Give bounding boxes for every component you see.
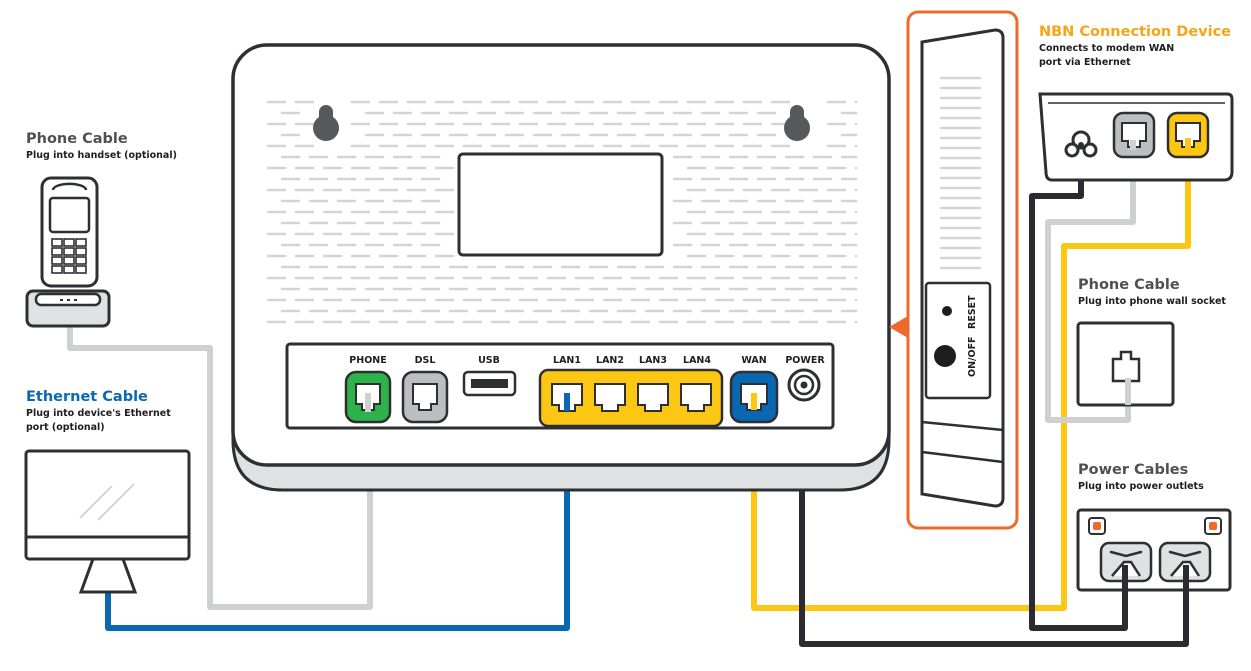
modem-display [457, 152, 664, 257]
ethernet-cable-subtitle-1: Plug into device's Ethernet [26, 408, 171, 419]
dsl-port[interactable] [401, 370, 449, 424]
modem-side-view: RESET ON/OFF [889, 10, 1019, 530]
nbn-ethernet-port[interactable] [1166, 111, 1210, 159]
port-label-lan1: LAN1 [553, 355, 581, 366]
port-label-wan: WAN [741, 355, 766, 366]
port-label-power: POWER [785, 355, 825, 366]
port-label-dsl: DSL [415, 355, 436, 366]
port-label-lan4: LAN4 [683, 355, 711, 366]
lan4-port[interactable] [680, 383, 712, 412]
nbn-device-subtitle-1: Connects to modem WAN [1039, 43, 1174, 54]
ethernet-cable-title: Ethernet Cable [26, 389, 148, 405]
side-view-pointer [889, 316, 908, 338]
power-cables-subtitle: Plug into power outlets [1078, 481, 1204, 492]
nbn-phone-port[interactable] [1112, 111, 1156, 159]
nbn-device-subtitle-2: port via Ethernet [1039, 57, 1131, 68]
phone-cable-wall [1045, 140, 1136, 423]
phone-cable-left-title: Phone Cable [26, 131, 128, 147]
phone-cable-right-subtitle: Plug into phone wall socket [1078, 296, 1226, 307]
modem-power-cable [799, 388, 1189, 647]
nbn-device-title: NBN Connection Device [1039, 24, 1231, 40]
side-vents [939, 76, 982, 270]
power-outlets [1076, 508, 1232, 592]
ethernet-cable [105, 393, 570, 631]
wan-cable [751, 140, 1191, 611]
phone-cable-handset [67, 326, 373, 610]
reset-label: RESET [967, 295, 978, 329]
handset [25, 176, 111, 328]
mount-hole-right [784, 105, 810, 141]
power-cables-title: Power Cables [1078, 462, 1188, 478]
port-label-phone: PHONE [349, 355, 386, 366]
side-button-panel [924, 281, 992, 400]
phone-cable-left-subtitle: Plug into handset (optional) [26, 150, 177, 161]
power-outlet-left[interactable] [1099, 541, 1153, 583]
reset-button[interactable] [942, 306, 952, 316]
onoff-label: ON/OFF [967, 336, 978, 377]
mount-hole-left [313, 105, 339, 141]
monitor [24, 449, 191, 594]
lan-group [538, 368, 724, 428]
port-label-lan3: LAN3 [639, 355, 667, 366]
lan3-port[interactable] [637, 383, 669, 412]
phone-wall-socket[interactable] [1076, 321, 1175, 407]
modem [231, 43, 891, 492]
nbn-power-cable [1029, 148, 1128, 631]
modem-vents [266, 100, 858, 324]
lan2-port[interactable] [594, 383, 626, 412]
handset-keypad [51, 238, 87, 274]
nbn-connection-device [1038, 92, 1234, 182]
nbn-power-port[interactable] [1064, 130, 1098, 158]
usb-port[interactable] [462, 370, 517, 397]
port-label-lan2: LAN2 [596, 355, 624, 366]
port-label-usb: USB [478, 355, 500, 366]
ethernet-cable-subtitle-2: port (optional) [26, 422, 105, 433]
power-port[interactable] [787, 368, 821, 402]
onoff-button[interactable] [934, 345, 956, 367]
phone-cable-right-title: Phone Cable [1078, 277, 1180, 293]
